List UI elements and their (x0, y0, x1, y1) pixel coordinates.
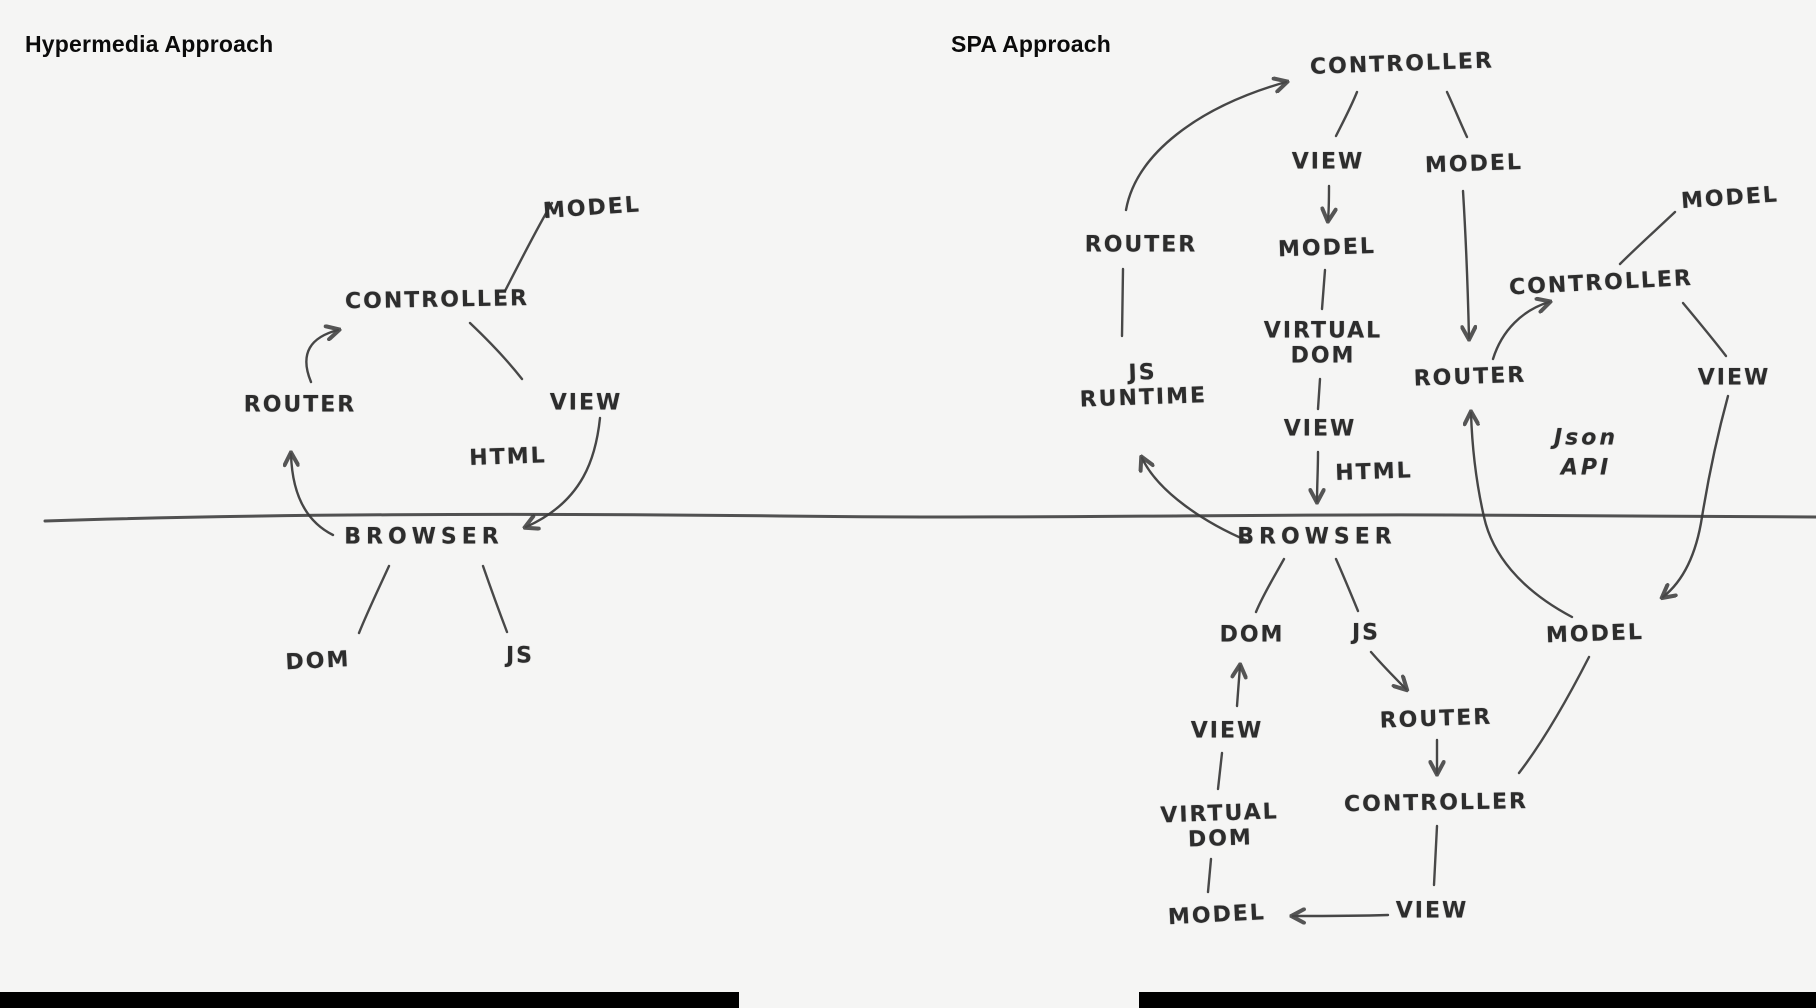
spa-model-bottom-label: MODEL (1167, 900, 1267, 931)
spa-router-bottom-label: ROUTER (1379, 704, 1493, 734)
edge-spa-viewbr-modelbottom (1293, 915, 1390, 916)
edge-spa-modelbelow-controllerbottom (1517, 655, 1591, 775)
spa-js-label: JS (1351, 620, 1381, 646)
spa-js-runtime-label: JS RUNTIME (1079, 359, 1208, 413)
spa-virtual-dom-bottom-label: VIRTUAL DOM (1159, 799, 1280, 853)
hm-router-label: ROUTER (243, 392, 357, 418)
edge-spa-controllertop-modeltop (1445, 90, 1469, 139)
edge-spa-viewbl-virtualdombottom (1216, 751, 1224, 791)
bottom-black-bar-left (0, 992, 739, 1008)
edge-spa-virtualdombottom-modelbottom (1206, 857, 1213, 894)
spa-model-top-label: MODEL (1424, 149, 1524, 179)
edge-hm-browser-router (291, 454, 335, 537)
edge-spa-viewmid-browser (1317, 450, 1318, 501)
spa-controller-bottom-label: CONTROLLER (1343, 789, 1529, 818)
server-browser-divider-line (43, 512, 1816, 523)
edge-spa-virtualdom-viewmid (1316, 377, 1322, 411)
spa-view-bottom-left-label: VIEW (1190, 718, 1264, 744)
hm-js-label: JS (505, 643, 535, 669)
hm-controller-label: CONTROLLER (344, 286, 530, 315)
edge-hm-view-browser (526, 416, 602, 527)
spa-view-mid-label: VIEW (1283, 416, 1357, 442)
edge-spa-controllerbottom-viewbr (1432, 824, 1439, 887)
edge-hm-router-controller (305, 330, 338, 384)
spa-edges (1120, 82, 1730, 916)
edge-spa-controllerright-viewright (1681, 301, 1728, 358)
spa-model-below-right-label: MODEL (1545, 619, 1645, 649)
edge-hm-browser-js (481, 564, 509, 634)
edge-spa-modelmid-virtualdom (1320, 268, 1327, 311)
hm-html-label: HTML (468, 443, 548, 472)
edge-spa-browser-js (1334, 557, 1360, 613)
spa-view-bottom-right-label: VIEW (1395, 898, 1469, 924)
spa-json-api-label: Json API (1553, 425, 1619, 480)
spa-model-mid-label: MODEL (1277, 233, 1377, 263)
spa-dom-label: DOM (1219, 622, 1285, 648)
spa-router-right-label: ROUTER (1413, 362, 1527, 392)
edge-spa-viewright-modelbelow (1663, 394, 1730, 597)
hm-dom-label: DOM (284, 647, 351, 676)
edge-hm-browser-dom (357, 564, 391, 635)
bottom-black-bar-right (1139, 992, 1816, 1008)
edge-spa-browser-jsruntime (1142, 458, 1250, 543)
edge-hm-controller-model (503, 201, 554, 293)
edge-spa-modelright-controllerright (1618, 210, 1677, 266)
edge-spa-routerleft-controllertop (1124, 82, 1286, 212)
hypermedia-edges (291, 201, 602, 635)
spa-html-label: HTML (1334, 458, 1414, 487)
edge-spa-routerright-controllerright (1491, 302, 1549, 361)
edge-spa-routerleft-jsruntime (1120, 267, 1125, 338)
edge-spa-js-routerbottom (1369, 650, 1406, 689)
edge-spa-modelbelow-routerright (1471, 413, 1574, 619)
edge-spa-viewtop-modelmid (1328, 184, 1329, 220)
spa-router-left-label: ROUTER (1084, 232, 1198, 258)
spa-virtual-dom-mid-label: VIRTUAL DOM (1263, 318, 1383, 368)
edge-spa-controllertop-viewtop (1334, 90, 1359, 138)
hm-view-label: VIEW (549, 390, 623, 416)
spa-approach-title: SPA Approach (951, 31, 1112, 57)
hypermedia-approach-title: Hypermedia Approach (25, 31, 274, 57)
edge-spa-modeltop-routerright (1463, 189, 1469, 338)
spa-browser-label: BROWSER (1237, 524, 1397, 550)
spa-view-right-label: VIEW (1697, 365, 1771, 391)
edge-spa-browser-dom (1254, 557, 1286, 614)
spa-view-top-label: VIEW (1291, 149, 1365, 175)
hm-browser-label: BROWSER (344, 524, 504, 550)
edge-hm-controller-view (468, 321, 524, 381)
edge-spa-viewbl-dom (1237, 666, 1240, 708)
